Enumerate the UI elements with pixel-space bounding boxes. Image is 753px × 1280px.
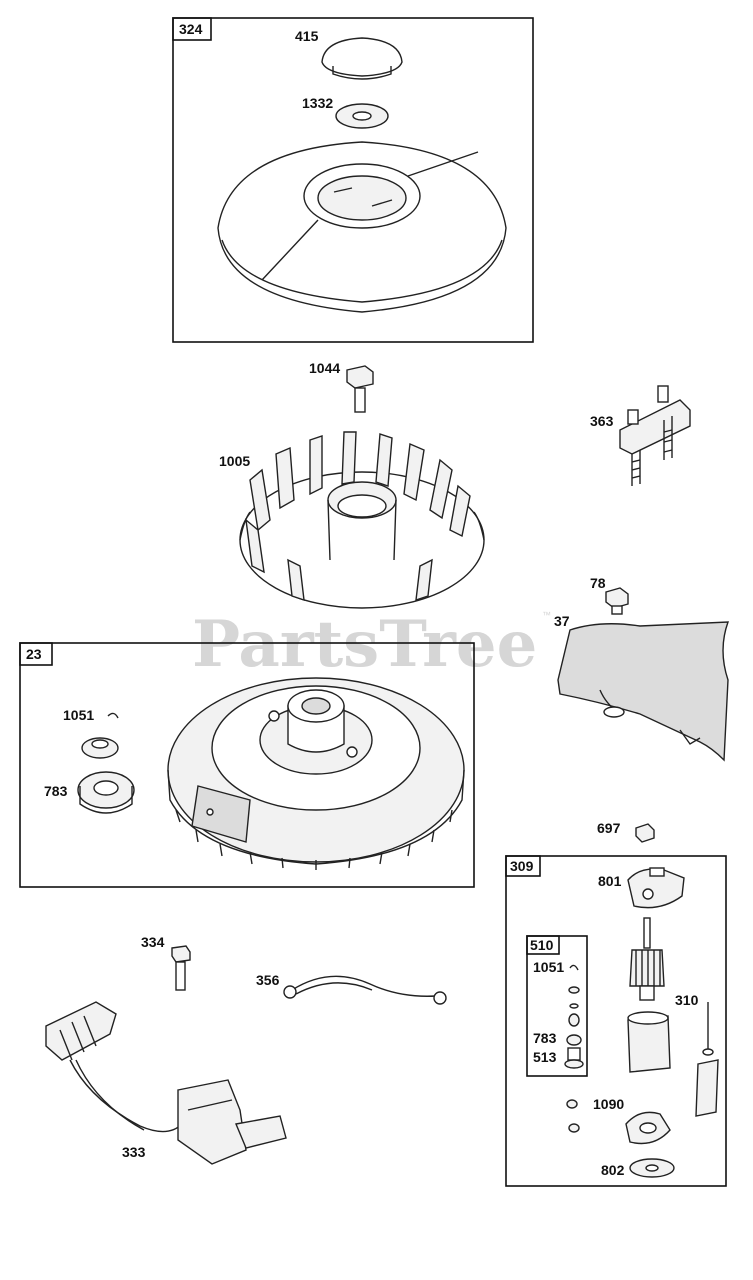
- part-801-end-cap[interactable]: [627, 867, 685, 909]
- part-1051-cup[interactable]: [81, 737, 119, 759]
- callout-333: 333: [122, 1144, 146, 1160]
- part-309-housing[interactable]: [627, 1011, 671, 1073]
- part-1051-retainer[interactable]: [107, 712, 119, 719]
- part-334-screw[interactable]: [171, 945, 191, 991]
- callout-356: 356: [256, 972, 280, 988]
- part-309-strap[interactable]: [695, 1059, 719, 1117]
- part-23-flywheel[interactable]: [167, 677, 465, 870]
- part-1005-fan[interactable]: [239, 431, 485, 609]
- callout-1090: 1090: [593, 1096, 624, 1112]
- part-356-ground-wire[interactable]: [283, 975, 447, 1005]
- box-label-309: 309: [510, 858, 534, 874]
- callout-1005: 1005: [219, 453, 250, 469]
- part-802-end-plate[interactable]: [629, 1158, 675, 1178]
- part-78-bolt[interactable]: [605, 587, 629, 615]
- part-1332-washer[interactable]: [335, 103, 389, 129]
- part-37-air-guide[interactable]: [557, 621, 730, 762]
- callout-1051-b: 1051: [533, 959, 564, 975]
- box-label-510: 510: [530, 937, 554, 953]
- part-310-bolt[interactable]: [702, 1002, 714, 1056]
- part-309-armature[interactable]: [629, 917, 665, 1001]
- callout-783-b: 783: [533, 1030, 557, 1046]
- callout-37: 37: [554, 613, 570, 629]
- callout-78: 78: [590, 575, 606, 591]
- part-324-blower-housing[interactable]: [217, 141, 507, 313]
- part-697-screw[interactable]: [635, 823, 655, 843]
- assembly-box-23: 23: [19, 642, 475, 888]
- assembly-box-510: 510: [526, 935, 588, 1077]
- box-label-23: 23: [26, 646, 42, 662]
- watermark-trademark: ™: [542, 610, 551, 620]
- callout-513: 513: [533, 1049, 557, 1065]
- callout-363: 363: [590, 413, 614, 429]
- callout-415: 415: [295, 28, 319, 44]
- callout-310: 310: [675, 992, 699, 1008]
- part-363-bracket[interactable]: [619, 385, 691, 486]
- callout-783-a: 783: [44, 783, 68, 799]
- part-510-kit-items[interactable]: [564, 964, 584, 1069]
- assembly-box-324: 324: [172, 17, 534, 343]
- callout-1332: 1332: [302, 95, 333, 111]
- part-333-ignition-coil[interactable]: [45, 1001, 287, 1165]
- part-309-nuts[interactable]: [566, 1099, 580, 1133]
- box-label-324: 324: [179, 21, 203, 37]
- callout-697: 697: [597, 820, 621, 836]
- watermark-text: PartsTree: [192, 607, 537, 682]
- part-1044-bolt[interactable]: [346, 365, 374, 413]
- callout-1044: 1044: [309, 360, 340, 376]
- callout-801: 801: [598, 873, 622, 889]
- callout-334: 334: [141, 934, 165, 950]
- part-415-cap[interactable]: [321, 37, 403, 80]
- callout-802: 802: [601, 1162, 625, 1178]
- part-1090-brush-holder[interactable]: [625, 1111, 671, 1145]
- callout-1051-a: 1051: [63, 707, 94, 723]
- assembly-box-309: 309: [505, 855, 727, 1187]
- part-783-gear[interactable]: [77, 771, 135, 814]
